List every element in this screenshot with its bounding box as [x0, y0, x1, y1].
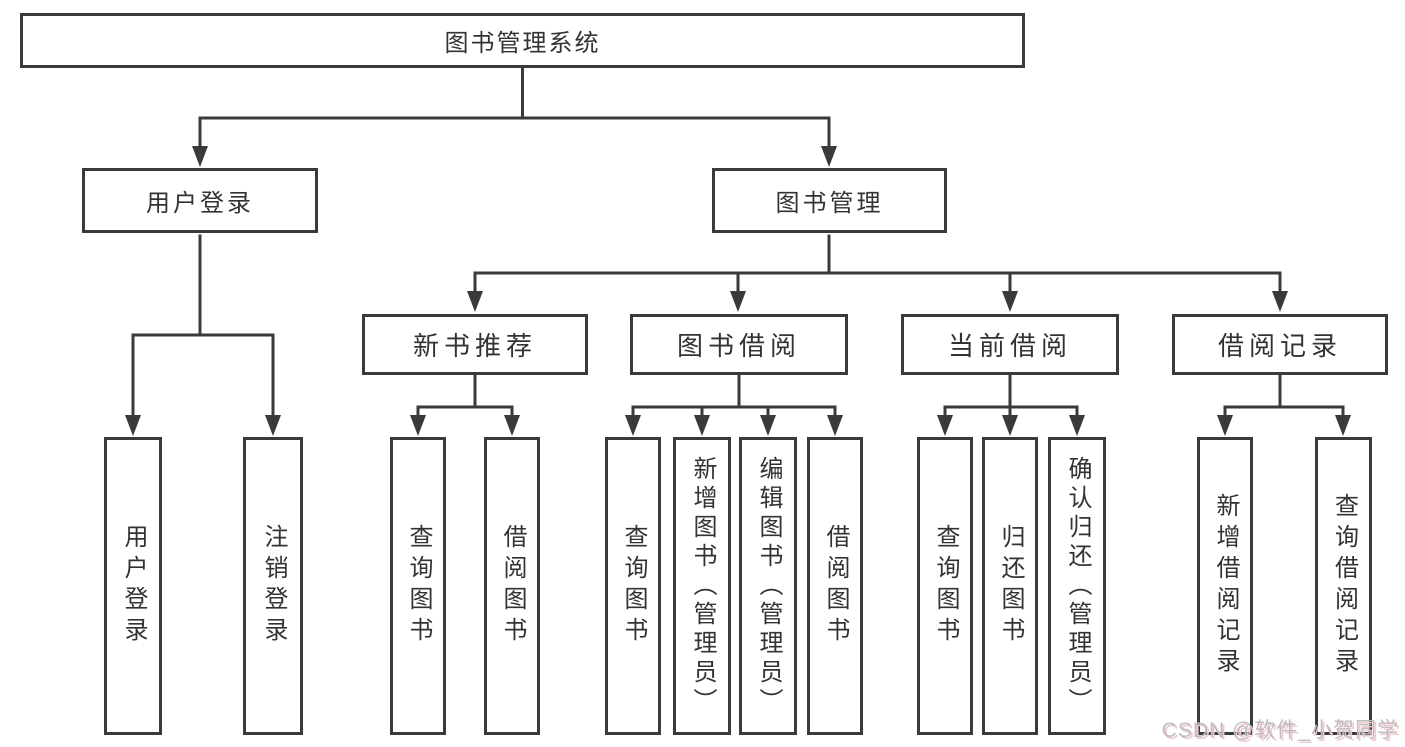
connector-current-borrow-children — [943, 373, 1079, 422]
leaf-label: 用户登录 — [120, 524, 147, 648]
leaf-query-books-recommend: 查询图书 — [390, 437, 446, 735]
arrow-down-icon — [1069, 415, 1085, 436]
leaf-borrow-books-recommend: 借阅图书 — [484, 437, 540, 735]
arrow-down-icon — [625, 415, 641, 436]
leaf-confirm-return-admin: 确认归还（管理员） — [1048, 437, 1106, 735]
leaf-label: 注销登录 — [260, 524, 287, 648]
arrow-down-icon — [125, 415, 141, 436]
arrowheads — [125, 146, 1351, 436]
connector-book-borrow-children — [631, 373, 837, 422]
arrow-down-icon — [694, 415, 710, 436]
node-book-borrowing: 图书借阅 — [630, 314, 848, 375]
arrow-down-icon — [821, 146, 837, 167]
leaf-query-books-current: 查询图书 — [917, 437, 973, 735]
node-book-management: 图书管理 — [712, 168, 947, 233]
node-current-borrowing: 当前借阅 — [901, 314, 1119, 375]
leaf-label: 查询图书 — [620, 524, 647, 648]
node-library-system: 图书管理系统 — [20, 13, 1025, 68]
leaf-label: 确认归还（管理员） — [1064, 455, 1091, 717]
leaf-borrow-books: 借阅图书 — [807, 437, 863, 735]
arrow-down-icon — [937, 415, 953, 436]
leaf-edit-books-admin: 编辑图书（管理员） — [739, 437, 797, 735]
arrow-down-icon — [504, 415, 520, 436]
leaf-label: 借阅图书 — [499, 524, 526, 648]
connector-book-mgmt-children — [473, 234, 1282, 297]
node-borrow-records: 借阅记录 — [1172, 314, 1388, 375]
leaf-add-books-admin: 新增图书（管理员） — [673, 437, 731, 735]
connector-new-book-children — [416, 373, 514, 422]
leaf-label: 编辑图书（管理员） — [755, 455, 782, 717]
connector-paths — [131, 66, 1345, 422]
arrow-down-icon — [827, 415, 843, 436]
node-new-book-recommend: 新书推荐 — [362, 314, 588, 375]
connector-root-to-level2 — [198, 66, 831, 152]
leaf-logout: 注销登录 — [243, 437, 303, 735]
leaf-label: 借阅图书 — [822, 524, 849, 648]
arrow-down-icon — [730, 291, 746, 312]
arrow-down-icon — [1002, 291, 1018, 312]
leaf-label: 新增借阅记录 — [1212, 493, 1239, 679]
node-user-login: 用户登录 — [82, 168, 318, 233]
connector-user-login-children — [131, 234, 275, 422]
leaf-return-books: 归还图书 — [982, 437, 1038, 735]
leaf-query-books-borrowing: 查询图书 — [605, 437, 661, 735]
connector-borrow-record-children — [1223, 373, 1345, 422]
leaf-label: 查询图书 — [932, 524, 959, 648]
arrow-down-icon — [1272, 291, 1288, 312]
arrow-down-icon — [760, 415, 776, 436]
leaf-label: 新增图书（管理员） — [689, 455, 716, 717]
leaf-label: 查询图书 — [405, 524, 432, 648]
arrow-down-icon — [265, 415, 281, 436]
leaf-label: 查询借阅记录 — [1330, 493, 1358, 679]
arrow-down-icon — [1217, 415, 1233, 436]
csdn-watermark: CSDN @软件_小贺同学 — [1161, 719, 1399, 742]
arrow-down-icon — [410, 415, 426, 436]
leaf-add-borrow-record: 新增借阅记录 — [1197, 437, 1253, 735]
leaf-query-borrow-record: 查询借阅记录 — [1315, 437, 1372, 735]
arrow-down-icon — [192, 146, 208, 167]
arrow-down-icon — [467, 291, 483, 312]
arrow-down-icon — [1335, 415, 1351, 436]
leaf-label: 归还图书 — [997, 524, 1024, 648]
leaf-user-login: 用户登录 — [104, 437, 162, 735]
arrow-down-icon — [1002, 415, 1018, 436]
